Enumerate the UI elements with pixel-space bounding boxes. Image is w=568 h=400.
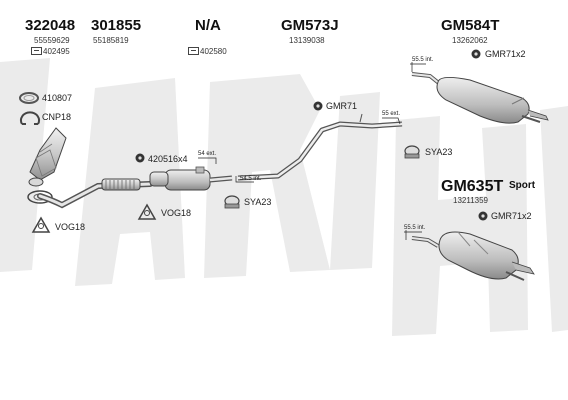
ring-clamp-icon bbox=[19, 92, 39, 104]
measure-54-ext: 54 ext. bbox=[198, 151, 217, 157]
part-code-gm573j[interactable]: GM573J bbox=[281, 17, 339, 34]
part-code-na[interactable]: N/A bbox=[195, 17, 221, 34]
label-sya23-right[interactable]: SYA23 bbox=[425, 147, 453, 157]
part-code-301855[interactable]: 301855 bbox=[91, 17, 142, 34]
label-vog18-left[interactable]: VOG18 bbox=[55, 222, 86, 232]
label-cnp18[interactable]: CNP18 bbox=[42, 112, 72, 122]
label-sya23-mid[interactable]: SYA23 bbox=[244, 197, 272, 207]
part-code-gm584t[interactable]: GM584T bbox=[441, 17, 500, 34]
label-gmr71x2-bottom[interactable]: GMR71x2 bbox=[491, 211, 532, 221]
part-number-13211359: 13211359 bbox=[453, 196, 488, 205]
vog18-mid-icon bbox=[137, 203, 157, 220]
part-code-322048[interactable]: 322048 bbox=[25, 17, 76, 34]
label-410807[interactable]: 410807 bbox=[42, 93, 73, 103]
measure-54-5-int: 54.5 int. bbox=[240, 176, 262, 182]
middle-silencer-icon bbox=[149, 166, 233, 191]
measure-55-5-int-bottom: 55.5 int. bbox=[404, 225, 426, 231]
catalytic-converter-icon bbox=[28, 127, 67, 187]
measure-55-ext: 55 ext. bbox=[382, 111, 401, 117]
hanger-gmr71-icon bbox=[313, 101, 323, 111]
label-gmr71x2-top[interactable]: GMR71x2 bbox=[485, 49, 526, 59]
front-pipe-icon bbox=[37, 178, 153, 209]
measure-55-5-int-top: 55.5 int. bbox=[412, 57, 434, 63]
hanger-gmr71x2-bottom-icon bbox=[478, 211, 488, 221]
catalog-box-icon bbox=[31, 46, 42, 55]
vog18-left-icon bbox=[31, 216, 51, 233]
rear-silencer-top-icon bbox=[411, 72, 549, 124]
label-vog18-mid[interactable]: VOG18 bbox=[161, 208, 192, 218]
part-number-13139038: 13139038 bbox=[289, 36, 325, 45]
part-number-55559629: 55559629 bbox=[34, 36, 70, 45]
sya23-right-icon bbox=[404, 145, 420, 159]
clamp-cnp18-icon bbox=[20, 111, 40, 125]
part-number-55185819: 55185819 bbox=[93, 36, 129, 45]
sport-tag: Sport bbox=[509, 180, 536, 191]
catalog-box-icon bbox=[188, 46, 199, 55]
label-gmr71[interactable]: GMR71 bbox=[326, 101, 358, 111]
hanger-gmr71x2-top-icon bbox=[471, 49, 481, 59]
label-420516x4[interactable]: 420516x4 bbox=[148, 154, 188, 164]
part-number-13262062: 13262062 bbox=[452, 36, 488, 45]
sya23-mid-icon bbox=[224, 195, 240, 209]
nut-420516-icon bbox=[135, 153, 145, 163]
ref-code-402495: 402495 bbox=[31, 46, 70, 56]
rear-silencer-bottom-icon bbox=[411, 231, 535, 281]
ref-code-402580: 402580 bbox=[188, 46, 227, 56]
measurement-brackets bbox=[198, 62, 426, 240]
part-code-gm635t[interactable]: GM635T bbox=[441, 178, 504, 195]
intermediate-pipe-icon bbox=[237, 113, 403, 181]
